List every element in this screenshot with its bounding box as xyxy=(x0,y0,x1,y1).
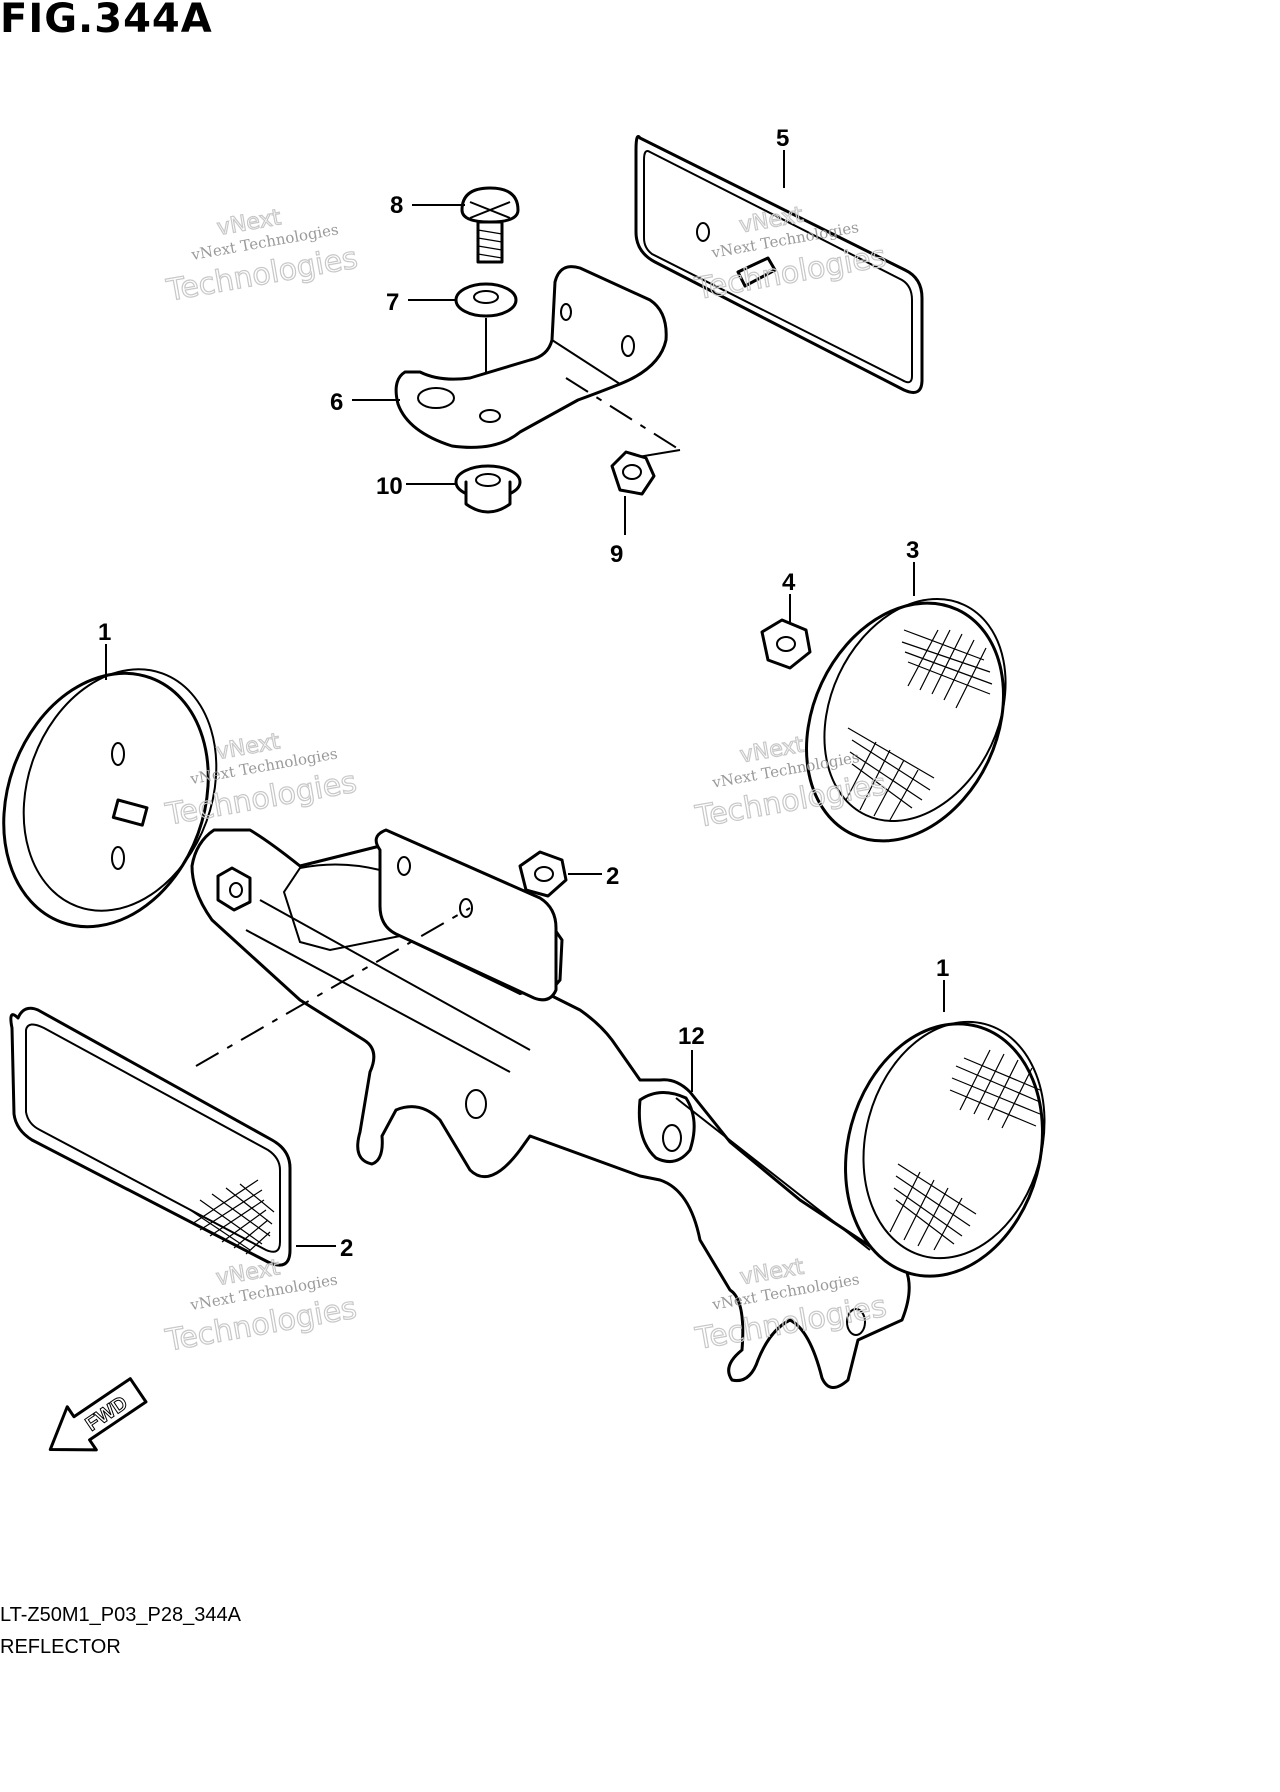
part-6-rect-reflector xyxy=(634,135,924,394)
callout-1-left: 1 xyxy=(98,619,111,646)
callout-7: 6 xyxy=(330,389,343,416)
part-5-nut xyxy=(760,618,812,670)
callout-3: 2 xyxy=(606,863,619,890)
part-4-round-reflector xyxy=(805,598,1007,843)
part-11-flange-nut xyxy=(454,464,522,514)
callout-9: 8 xyxy=(390,192,403,219)
fwd-arrow: FWD xyxy=(48,1377,148,1452)
part-3-nut xyxy=(518,850,568,898)
figure-code: LT-Z50M1_P03_P28_344A xyxy=(0,1604,241,1626)
part-1-round-reflector-right xyxy=(844,1020,1046,1278)
callout-8: 7 xyxy=(386,289,399,316)
callout-5: 4 xyxy=(782,569,796,596)
part-7-bracket xyxy=(394,265,668,449)
callout-4: 3 xyxy=(906,537,919,564)
callout-1-right: 1 xyxy=(936,955,949,982)
part-2-rect-reflector xyxy=(9,1006,292,1267)
callout-12: 12 xyxy=(678,1023,705,1050)
part-1-round-reflector-left xyxy=(2,668,218,929)
part-12-main-bracket xyxy=(190,828,911,1389)
callouts: 8 7 6 10 9 5 4 3 1 2 1 12 1 2 xyxy=(98,125,949,1262)
leader-lines xyxy=(105,150,945,1247)
callout-10: 9 xyxy=(610,541,623,568)
callout-6: 5 xyxy=(776,125,789,152)
part-10-nut xyxy=(610,450,656,496)
part-9-screw xyxy=(460,186,520,264)
callout-11: 10 xyxy=(376,473,403,500)
figure-name: REFLECTOR xyxy=(0,1636,121,1658)
figure-title: FIG.344A xyxy=(0,0,213,42)
part-8-washer xyxy=(454,282,518,385)
callout-2-label: 2 xyxy=(340,1235,353,1262)
